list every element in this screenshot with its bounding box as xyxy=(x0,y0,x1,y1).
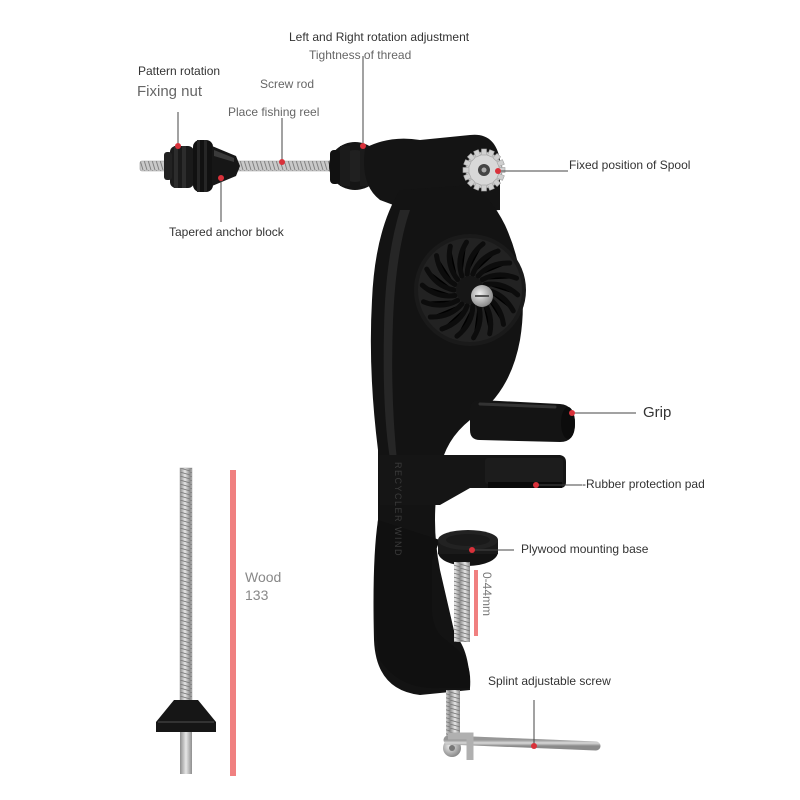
spool-vane xyxy=(419,282,458,299)
spool-vane xyxy=(439,303,470,332)
leader-dots xyxy=(175,143,575,749)
gear-tooth xyxy=(487,182,495,191)
label-rubber-protection-pad: -Rubber protection pad xyxy=(582,477,705,491)
long-threaded-rod xyxy=(156,467,216,774)
gear-tooth xyxy=(481,184,487,192)
tapered-anchor-block xyxy=(212,146,240,186)
spool-vane xyxy=(471,301,483,341)
fixing-nut xyxy=(164,140,213,192)
gear-tooth xyxy=(492,178,502,188)
spool-vane xyxy=(446,243,461,283)
label-clamp-range: 0-44mm xyxy=(480,572,494,617)
gear-tooth xyxy=(481,148,487,156)
leader-lines xyxy=(177,56,636,746)
gear-tooth xyxy=(496,159,505,167)
label-fixing-nut: Fixing nut xyxy=(137,83,203,100)
gear-tooth xyxy=(492,152,502,162)
spool-vane xyxy=(464,241,486,277)
label-pattern-rotation: Pattern rotation xyxy=(138,64,221,78)
spool-vane xyxy=(427,301,465,320)
label-wood-value: 133 xyxy=(245,587,269,603)
label-screw-rod: Screw rod xyxy=(260,77,315,91)
gear-tooth xyxy=(466,178,476,188)
gear-tooth xyxy=(466,152,476,162)
gear-tooth xyxy=(462,167,470,173)
gear-tooth xyxy=(473,182,481,191)
spool-vane xyxy=(457,239,469,279)
label-left-right-rotation: Left and Right rotation adjustment xyxy=(289,30,470,44)
wood-dimension-bar xyxy=(230,470,236,776)
spool-vane xyxy=(475,260,513,279)
plywood-mounting-base xyxy=(438,530,498,566)
spool-vane xyxy=(434,253,458,288)
gear-tooth xyxy=(487,149,495,158)
body-emboss-text: RECYCLER WIND xyxy=(393,462,403,557)
spool-vane xyxy=(470,248,501,277)
label-splint-adjustable-screw: Splint adjustable screw xyxy=(488,674,611,688)
label-fixed-position-of-spool: Fixed position of Spool xyxy=(569,158,691,172)
spool-vane xyxy=(479,272,520,283)
spool-disc xyxy=(414,234,526,346)
label-place-fishing-reel: Place fishing reel xyxy=(228,105,320,119)
grip-handle xyxy=(470,400,575,442)
label-tapered-anchor-block: Tapered anchor block xyxy=(169,225,284,239)
label-grip: Grip xyxy=(643,404,672,421)
gear-tooth xyxy=(463,159,472,167)
spool-vane xyxy=(420,297,461,308)
clamp-range-bar xyxy=(474,570,478,636)
label-tightness-of-thread: Tightness of thread xyxy=(309,48,412,62)
label-plywood-mounting-base: Plywood mounting base xyxy=(521,542,649,556)
spool-vane xyxy=(424,266,457,293)
spool-vane xyxy=(454,303,476,339)
splint-handle-bar xyxy=(443,732,601,760)
gear-tooth xyxy=(473,149,481,158)
label-wood: Wood xyxy=(245,569,282,585)
gear-tooth xyxy=(496,173,505,181)
spool-fixing-gear xyxy=(462,148,506,192)
gear-tooth xyxy=(463,173,472,181)
center-screw xyxy=(471,285,493,307)
spool-vane xyxy=(482,281,521,298)
